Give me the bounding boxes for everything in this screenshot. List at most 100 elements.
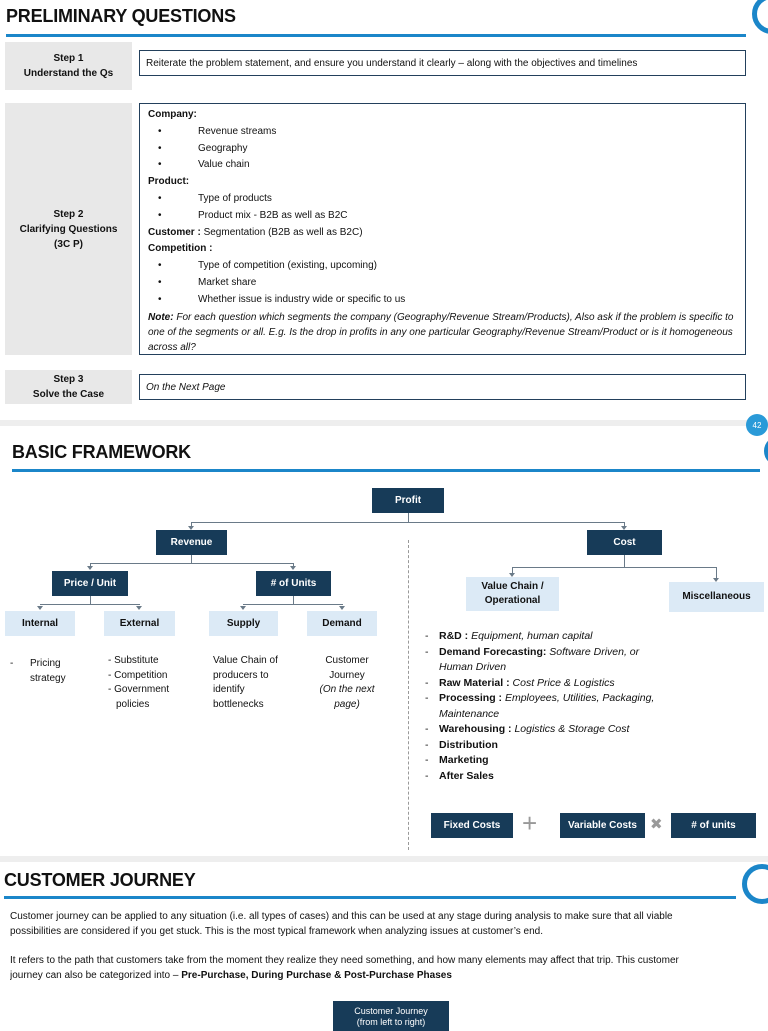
arrow-down-icon [87,566,93,570]
text: Revenue streams [198,125,277,137]
node-miscellaneous: Miscellaneous [669,582,764,612]
page-separator [0,856,768,862]
text: Customer Journey [354,1006,428,1016]
list-item: Processing : Employees, Utilities, Packa… [425,691,695,722]
step3-box: On the Next Page [139,374,746,400]
list-item: R&D : Equipment, human capital [425,629,725,645]
text: -Pricing strategy [10,657,75,686]
step2-box: Company: Revenue streams Geography Value… [139,103,746,355]
fixed-costs-box: Fixed Costs [431,813,513,838]
connector-line [90,596,91,604]
connector-line [40,604,140,605]
text: Demand Forecasting: [439,645,547,658]
arrow-down-icon [713,578,719,582]
text: Marketing [439,754,489,766]
title-rule [6,34,746,37]
list-item: Type of products [148,191,737,208]
connector-line [293,563,294,566]
connector-line [293,596,294,604]
text: Customer journey can be applied to any s… [10,911,673,922]
logo-icon [742,864,768,904]
arrow-down-icon [240,606,246,610]
note: Note: For each question which segments t… [148,310,737,355]
node-cost: Cost [587,530,662,555]
text: journey can also be categorized into – P… [10,968,768,983]
text: (On the next page) [319,684,375,710]
competition-heading: Competition : [148,243,213,255]
customer-journey-box: Customer Journey(from left to right) [333,1001,449,1031]
arrow-down-icon [621,526,627,530]
node-profit: Profit [372,488,444,513]
page-title-preliminary: PRELIMINARY QUESTIONS [6,6,236,26]
node-demand: Demand [307,611,377,636]
customer-line: Customer : Segmentation (B2B as well as … [148,225,737,242]
list-item: Warehousing : Logistics & Storage Cost [425,722,725,738]
text: - Competition [108,669,168,681]
text: Substitute [114,655,159,666]
connector-line [716,567,717,578]
connector-line [624,522,625,526]
text: Note: [148,311,174,323]
list-item: Value chain [148,157,737,174]
text: Employees, Utilities, Packaging, Mainten… [439,692,655,720]
external-items: - Substitute - Competition - Government … [108,654,188,712]
connector-line [191,522,625,523]
node-internal: Internal [5,611,75,636]
text: Whether issue is industry wide or specif… [198,293,406,305]
text: Processing : [439,692,503,704]
page-title-framework: BASIC FRAMEWORK [12,442,191,462]
paragraph-2: It refers to the path that customers tak… [10,953,768,983]
multiply-icon: ✖ [650,816,663,833]
variable-costs-box: Variable Costs [560,813,645,838]
text: For each question which segments the com… [148,311,734,353]
step1-number: Step 1 [53,53,84,64]
demand-text: Customer Journey (On the next page) [312,654,382,712]
node-revenue: Revenue [156,530,227,555]
list-item: Marketing [425,753,725,769]
node-num-units: # of Units [256,571,331,596]
step3-text: On the Next Page [146,381,226,393]
text: Equipment, human capital [468,630,593,642]
list-item: Revenue streams [148,124,737,141]
connector-line [512,567,717,568]
text: Pre-Purchase, During Purchase & Post-Pur… [181,970,452,981]
text: Cost Price & Logistics [509,676,615,689]
step3-number: Step 3 [53,374,84,385]
text: Geography [198,142,248,154]
step2-subtitle: (3C P) [54,238,83,250]
text: Market share [198,276,257,288]
text: (from left to right) [356,1017,426,1027]
text: - Substitute [108,655,159,666]
paragraph-1: Customer journey can be applied to any s… [10,909,768,939]
text: Raw Material : [439,676,510,689]
title-rule [4,896,736,899]
list-item: Type of competition (existing, upcoming) [148,258,737,275]
arrow-down-icon [37,606,43,610]
connector-line [90,563,91,566]
text: journey can also be categorized into – [10,970,182,981]
text: Competition [114,669,168,681]
text: Distribution [439,738,498,751]
connector-line [408,513,409,522]
step2-number: Step 2 [53,208,84,220]
arrow-down-icon [290,566,296,570]
connector-line [191,522,192,526]
step3-title: Solve the Case [32,389,105,400]
logo-icon [764,436,768,466]
text: R&D : [439,630,469,642]
connector-line [624,555,625,567]
text: Warehousing : [439,723,512,735]
step2-title: Clarifying Questions [19,223,118,235]
supply-text: Value Chain of producers to identify bot… [213,655,278,710]
connector-line [243,604,343,605]
node-price-unit: Price / Unit [52,571,128,596]
text: Segmentation (B2B as well as B2C) [200,226,363,238]
connector-line [512,567,513,573]
node-supply: Supply [209,611,278,636]
text: Product mix - B2B as well as B2C [198,209,348,221]
text: possibilities are considered if you get … [10,926,544,937]
units-box: # of units [671,813,756,838]
text: Software Driven, or Human Driven [439,645,640,674]
connector-line [191,555,192,563]
list-item: Geography [148,141,737,158]
